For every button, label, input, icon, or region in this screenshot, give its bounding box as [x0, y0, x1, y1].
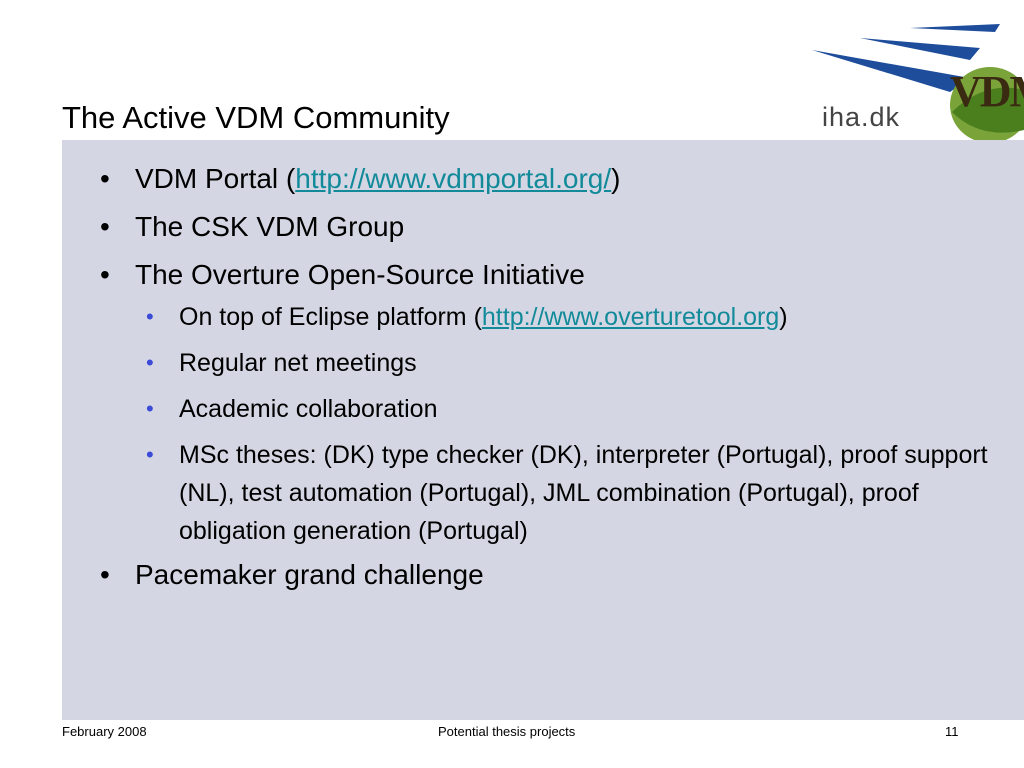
bullet-text: Regular net meetings — [179, 349, 417, 377]
footer-page-number: 11 — [945, 724, 959, 739]
vdm-logo-icon: VDM — [950, 67, 1024, 116]
slide-title: The Active VDM Community — [62, 100, 450, 135]
bullet-item-4: • Regular net meetings — [62, 344, 1024, 382]
bullet-icon: • — [146, 396, 154, 421]
bullet-item-7: • Pacemaker grand challenge — [62, 558, 1024, 592]
bullet-link[interactable]: http://www.vdmportal.org/ — [295, 163, 612, 194]
bullet-item-0: • VDM Portal (http://www.vdmportal.org/) — [62, 162, 1024, 196]
bullet-text: The CSK VDM Group — [135, 211, 405, 242]
bullet-icon: • — [100, 259, 110, 290]
bullet-icon: • — [100, 559, 110, 590]
bullet-icon: • — [146, 304, 154, 329]
bullet-text: The Overture Open-Source Initiative — [135, 259, 585, 290]
bullet-text-after: ) — [611, 163, 621, 194]
bullet-item-6: • MSc theses: (DK) type checker (DK), int… — [62, 436, 1024, 550]
bullet-text: On top of Eclipse platform ( — [179, 303, 482, 331]
bullet-icon: • — [100, 163, 110, 194]
bullet-link[interactable]: http://www.overturetool.org — [481, 303, 780, 331]
bullet-text-after: ) — [779, 303, 788, 331]
footer-date: February 2008 — [62, 724, 147, 739]
bullet-item-5: • Academic collaboration — [62, 390, 1024, 428]
bullet-list: •VDM Portal (http://www.vdmportal.org/)•… — [62, 162, 1024, 606]
bullet-icon: • — [146, 442, 154, 467]
bullet-item-2: • The Overture Open-Source Initiative — [62, 258, 1024, 292]
bullet-icon: • — [146, 350, 154, 375]
bullet-text: MSc theses: (DK) type checker (DK), inte… — [179, 441, 988, 545]
bullet-item-3: • On top of Eclipse platform (http://www.… — [62, 298, 1024, 336]
content-box: •VDM Portal (http://www.vdmportal.org/)•… — [62, 140, 1024, 720]
footer-title: Potential thesis projects — [438, 724, 576, 739]
bullet-text: VDM Portal ( — [135, 163, 296, 194]
iha-wing-logo-icon — [812, 24, 1024, 143]
bullet-text: Pacemaker grand challenge — [135, 559, 484, 590]
iha-logo-text: iha.dk — [822, 102, 901, 132]
bullet-item-1: • The CSK VDM Group — [62, 210, 1024, 244]
bullet-icon: • — [100, 211, 110, 242]
logo-area: VDM — [800, 20, 1024, 145]
bullet-text: Academic collaboration — [179, 395, 438, 423]
